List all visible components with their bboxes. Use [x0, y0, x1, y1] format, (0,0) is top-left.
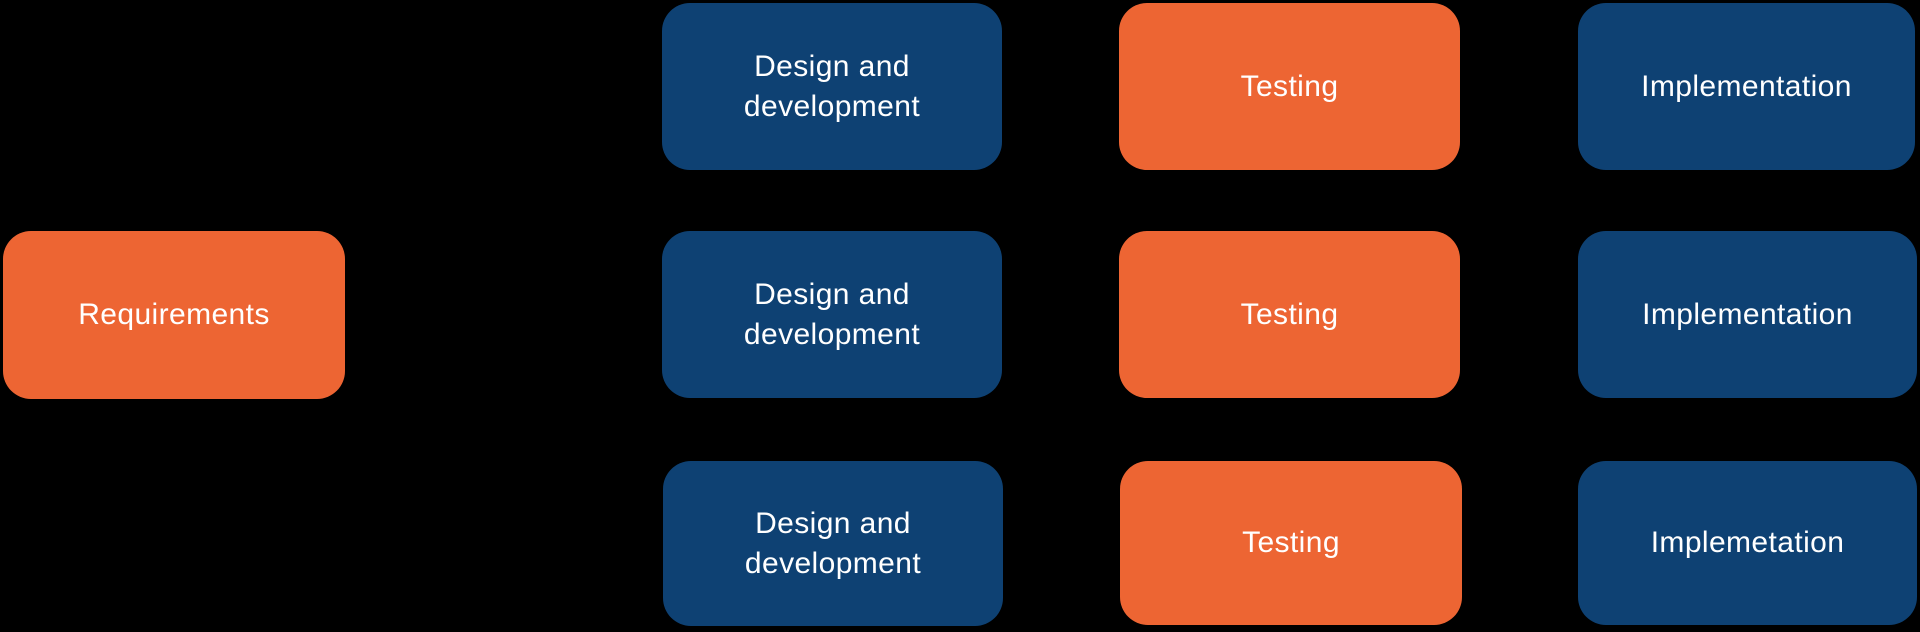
node-implementation-2: Implementation: [1578, 231, 1917, 398]
node-label: Testing: [1240, 297, 1339, 331]
node-testing-3: Testing: [1120, 461, 1462, 625]
node-label: Design and development: [743, 277, 921, 351]
node-testing-1: Testing: [1119, 3, 1460, 170]
node-label: Implemetation: [1650, 526, 1845, 560]
node-label: Implementation: [1642, 297, 1853, 331]
node-requirements: Requirements: [3, 231, 345, 399]
node-label: Design and development: [743, 49, 921, 123]
node-testing-2: Testing: [1119, 231, 1460, 398]
node-design-development-1: Design and development: [662, 3, 1002, 170]
node-label: Design and development: [744, 506, 922, 580]
node-label: Implementation: [1641, 69, 1852, 103]
node-label: Testing: [1240, 69, 1339, 103]
node-label: Requirements: [78, 298, 270, 332]
node-design-development-2: Design and development: [662, 231, 1002, 398]
node-implementation-1: Implementation: [1578, 3, 1915, 170]
node-implemetation-3: Implemetation: [1578, 461, 1917, 625]
node-label: Testing: [1242, 526, 1340, 560]
node-design-development-3: Design and development: [663, 461, 1003, 626]
